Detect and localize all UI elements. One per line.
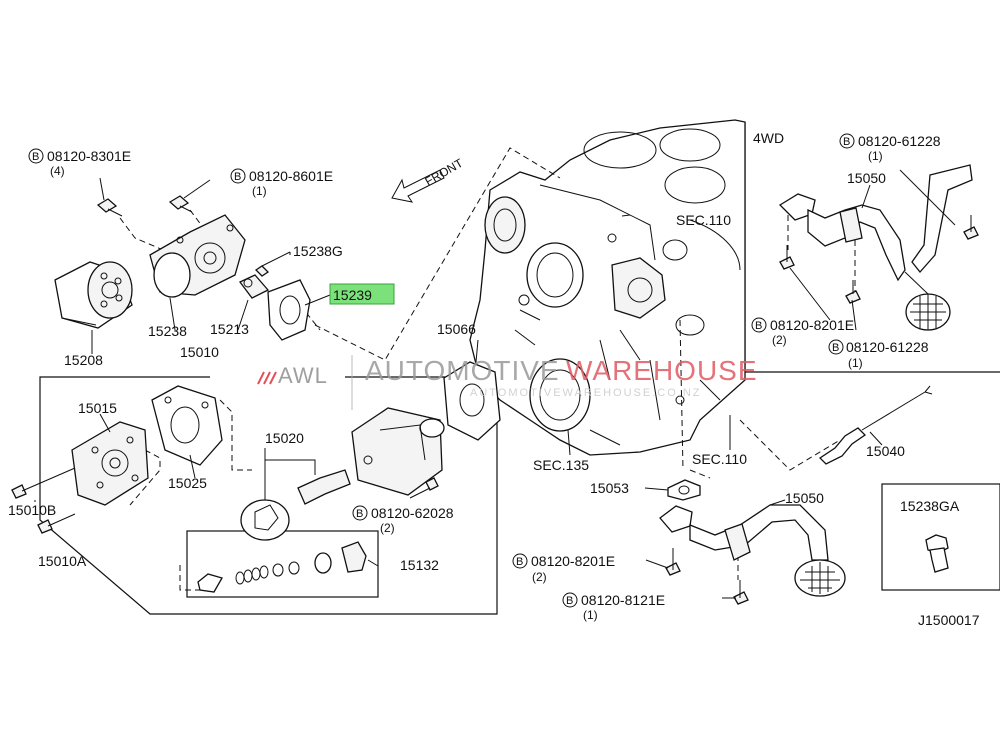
label-4wd: 4WD bbox=[753, 130, 784, 146]
watermark-url: AUTOMOTIVEWAREHOUSE.CO.NZ bbox=[470, 387, 702, 399]
bolt-08120-8201E-main bbox=[665, 548, 681, 576]
bolt-08120-8121E bbox=[733, 580, 749, 605]
diagram-code: J1500017 bbox=[918, 612, 980, 628]
b-marker-4: B bbox=[512, 553, 528, 569]
bolt-4wd-08120-61228-bottom bbox=[845, 280, 861, 304]
label-15015: 15015 bbox=[78, 400, 117, 416]
b-marker-2: B bbox=[230, 168, 246, 184]
label-15238: 15238 bbox=[148, 323, 187, 339]
svg-text:B: B bbox=[516, 556, 523, 568]
label-15040: 15040 bbox=[866, 443, 905, 459]
b-marker-1: B bbox=[28, 148, 44, 164]
label-15050-4wd: 15050 bbox=[847, 170, 886, 186]
svg-text:B: B bbox=[832, 342, 839, 354]
oil-filter-bracket-15238 bbox=[149, 214, 246, 298]
gasket-15239 bbox=[267, 279, 311, 341]
label-15010: 15010 bbox=[180, 344, 219, 360]
qty-08120-8201E-4wd: (2) bbox=[772, 333, 787, 347]
watermark-automotive: AUTOMOTIVE bbox=[365, 355, 560, 386]
highlight-15239 bbox=[329, 283, 395, 305]
watermark-awl: AWL bbox=[278, 363, 328, 388]
bolt-08120-8601E bbox=[168, 195, 193, 213]
label-15050-main: 15050 bbox=[785, 490, 824, 506]
label-15239: 15239 bbox=[333, 287, 372, 303]
label-15213: 15213 bbox=[210, 321, 249, 337]
label-15208: 15208 bbox=[64, 352, 103, 368]
front-direction-arrow: FRONT bbox=[391, 155, 466, 203]
label-15010B: 15010B bbox=[8, 502, 56, 518]
bolt-15010A bbox=[37, 513, 76, 534]
pump-cover-15015 bbox=[71, 421, 149, 506]
label-15053: 15053 bbox=[590, 480, 629, 496]
gasket-15066 bbox=[443, 361, 501, 441]
b-marker-7: B bbox=[751, 317, 767, 333]
label-08120-8121E: 08120-8121E bbox=[581, 592, 665, 608]
label-15010A: 15010A bbox=[38, 553, 87, 569]
label-15066: 15066 bbox=[437, 321, 476, 337]
oil-strainer-15050-main bbox=[659, 504, 846, 597]
relief-valve-kit-15132 bbox=[197, 541, 367, 593]
label-08120-8201E-4wd: 08120-8201E bbox=[770, 317, 854, 333]
bolt-08120-62028 bbox=[409, 477, 439, 499]
bolt-4wd-08120-61228-top bbox=[963, 215, 979, 240]
watermark-warehouse: WAREHOUSE bbox=[566, 355, 758, 386]
qty-08120-61228-top: (1) bbox=[868, 149, 883, 163]
qty-08120-61228-bottom: (1) bbox=[848, 356, 863, 370]
qty-08120-62028: (2) bbox=[380, 521, 395, 535]
4wd-oil-strainer-15050 bbox=[778, 164, 973, 331]
label-sec135: SEC.135 bbox=[533, 457, 589, 473]
label-08120-62028: 08120-62028 bbox=[371, 505, 454, 521]
label-15238G: 15238G bbox=[293, 243, 343, 259]
leader-lines bbox=[34, 169, 956, 599]
dipstick-15040 bbox=[818, 385, 933, 465]
watermark: AWL AUTOMOTIVE WAREHOUSE AUTOMOTIVEWAREH… bbox=[257, 355, 758, 410]
engine-block bbox=[469, 119, 746, 456]
label-15132: 15132 bbox=[400, 557, 439, 573]
b-marker-8: B bbox=[828, 339, 844, 355]
relief-valve-15213 bbox=[238, 274, 270, 299]
front-label: FRONT bbox=[423, 155, 466, 188]
label-08120-61228-bottom: 08120-61228 bbox=[846, 339, 929, 355]
15238ga-inset-frame bbox=[881, 483, 1000, 591]
awl-slash-icon bbox=[257, 371, 277, 385]
bolt-08120-8301E bbox=[96, 198, 123, 217]
svg-text:B: B bbox=[234, 171, 241, 183]
label-15025: 15025 bbox=[168, 475, 207, 491]
qty-08120-8301E: (4) bbox=[50, 164, 65, 178]
pump-gasket-15025 bbox=[151, 385, 223, 466]
svg-text:B: B bbox=[32, 151, 39, 163]
label-08120-8301E: 08120-8301E bbox=[47, 148, 131, 164]
oil-filter-15208 bbox=[54, 261, 133, 329]
label-sec110-bottom: SEC.110 bbox=[692, 451, 747, 467]
qty-08120-8121E: (1) bbox=[583, 608, 598, 622]
svg-text:B: B bbox=[566, 595, 573, 607]
qty-08120-8201E-main: (2) bbox=[532, 570, 547, 584]
bolt-15010B bbox=[11, 467, 76, 499]
svg-text:B: B bbox=[755, 320, 762, 332]
label-15238GA: 15238GA bbox=[900, 498, 960, 514]
label-15020: 15020 bbox=[265, 430, 304, 446]
b-marker-6: B bbox=[839, 133, 855, 149]
plug-15238G bbox=[254, 265, 270, 277]
label-08120-61228-top: 08120-61228 bbox=[858, 133, 941, 149]
drain-plug-15238GA bbox=[925, 534, 949, 573]
svg-text:B: B bbox=[356, 508, 363, 520]
label-sec110-top: SEC.110 bbox=[676, 212, 731, 228]
gasket-15053 bbox=[667, 479, 701, 501]
qty-08120-8601E: (1) bbox=[252, 184, 267, 198]
label-08120-8201E-main: 08120-8201E bbox=[531, 553, 615, 569]
label-08120-8601E: 08120-8601E bbox=[249, 168, 333, 184]
bolt-4wd-08120-8201E bbox=[779, 245, 795, 270]
pump-body-15010 bbox=[351, 407, 445, 496]
pump-gear-set-15020 bbox=[240, 469, 351, 541]
b-marker-3: B bbox=[352, 505, 368, 521]
b-marker-5: B bbox=[562, 592, 578, 608]
svg-text:B: B bbox=[843, 136, 850, 148]
